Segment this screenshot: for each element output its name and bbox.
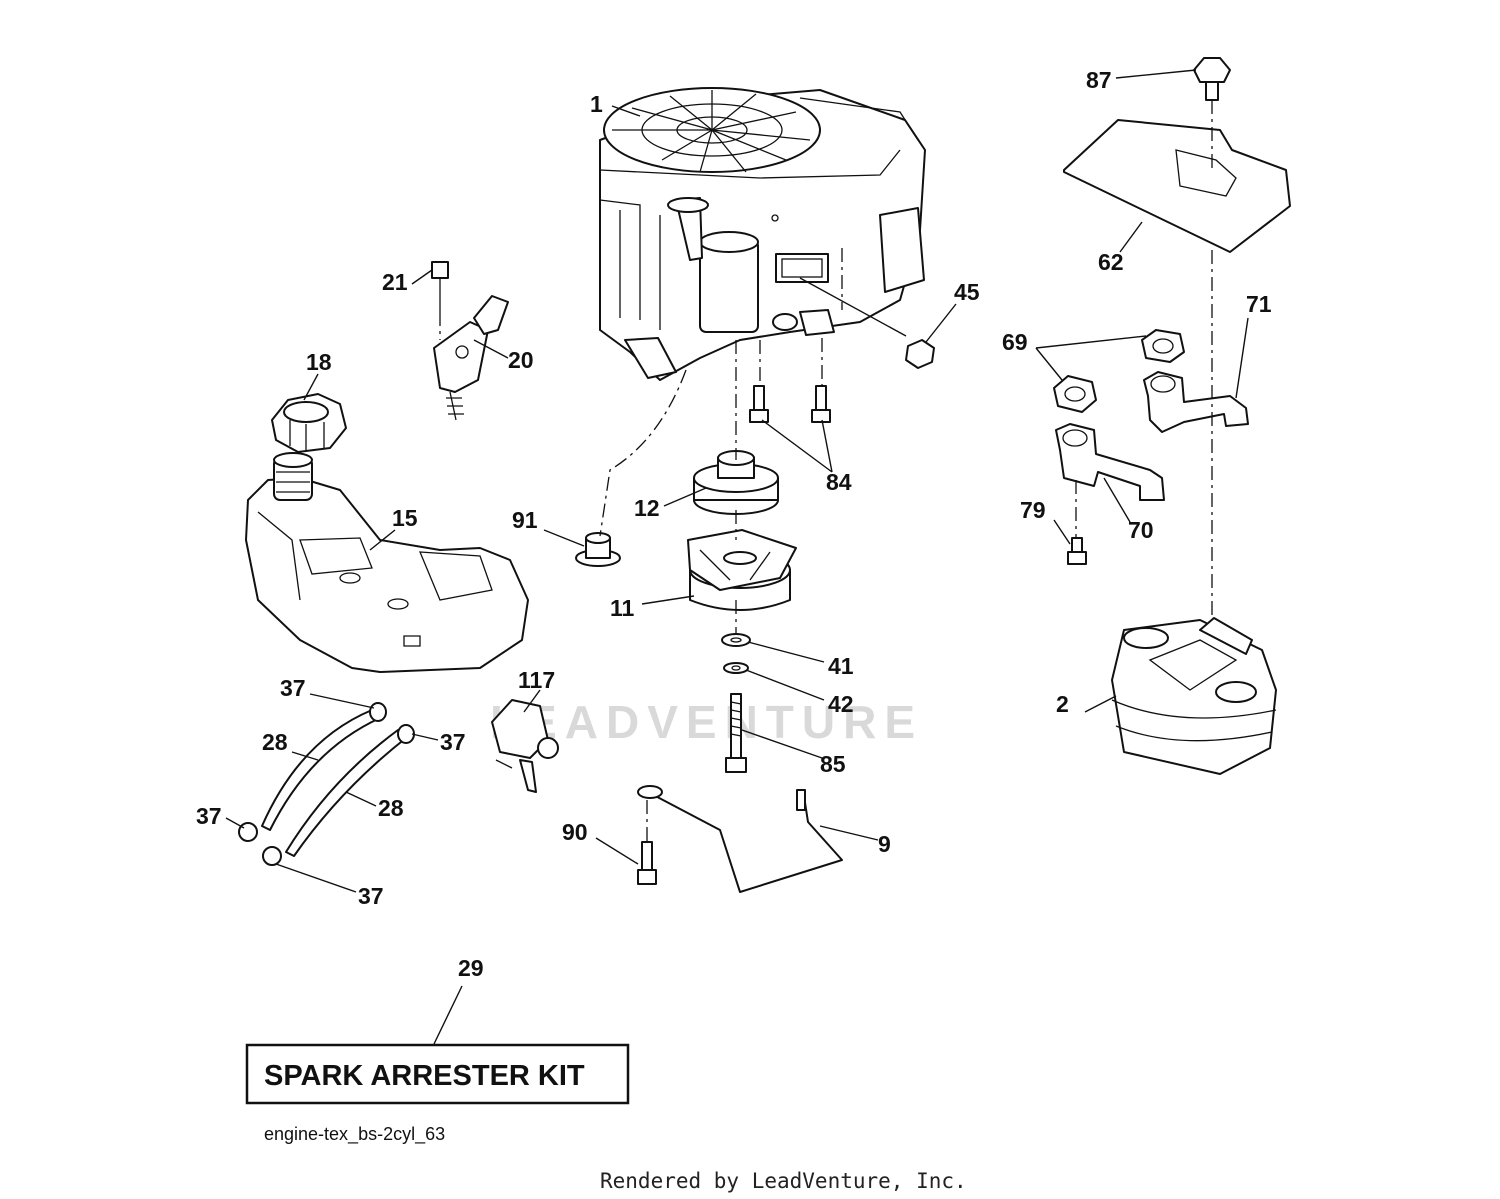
bolt-90 — [637, 841, 657, 885]
gaskets-69 — [1053, 329, 1185, 413]
hose-clamps-37 — [238, 702, 415, 866]
bolt-21 — [431, 261, 449, 312]
callout-28-left: 28 — [262, 729, 288, 755]
fuel-shutoff-valve — [491, 699, 559, 793]
electric-clutch — [687, 529, 797, 611]
callout-62: 62 — [1098, 249, 1124, 275]
fuel-line-28-right — [285, 729, 407, 857]
exhaust-pipe-71 — [1143, 371, 1249, 433]
callout-9: 9 — [878, 831, 891, 857]
callout-20: 20 — [508, 347, 534, 373]
callout-91: 91 — [512, 507, 538, 533]
callout-41: 41 — [828, 653, 854, 679]
bolt-79 — [1067, 537, 1087, 565]
bolt-85 — [725, 693, 747, 773]
diagram-id: engine-tex_bs-2cyl_63 — [264, 1124, 445, 1145]
callout-2: 2 — [1056, 691, 1069, 717]
bushing-91 — [575, 532, 621, 567]
heat-shield — [1063, 119, 1291, 253]
callout-37-bottom: 37 — [358, 883, 384, 909]
callout-11: 11 — [610, 595, 635, 621]
callout-12: 12 — [634, 495, 660, 521]
callout-28-right: 28 — [378, 795, 404, 821]
leader-lines — [225, 69, 1249, 1045]
callout-70: 70 — [1128, 517, 1154, 543]
callout-45: 45 — [954, 279, 980, 305]
callout-71: 71 — [1246, 291, 1272, 317]
muffler — [1111, 617, 1277, 775]
callout-1: 1 — [590, 91, 603, 117]
watermark: LEADVENTURE — [490, 696, 923, 748]
callout-85: 85 — [820, 751, 846, 777]
nut-45 — [905, 339, 935, 369]
callout-21: 21 — [382, 269, 408, 295]
assembly-lines — [439, 100, 1213, 842]
callout-69: 69 — [1002, 329, 1028, 355]
washer-41 — [721, 633, 751, 647]
callout-15: 15 — [392, 505, 418, 531]
callout-79: 79 — [1020, 497, 1046, 523]
exhaust-pipe-70 — [1055, 423, 1165, 501]
callout-37-right: 37 — [440, 729, 466, 755]
callout-37-left: 37 — [196, 803, 222, 829]
fuel-cap — [271, 393, 347, 453]
spark-arrester-kit-label: SPARK ARRESTER KIT — [264, 1060, 585, 1092]
screw-87 — [1193, 57, 1231, 101]
pulley-12 — [693, 450, 779, 515]
callout-90: 90 — [562, 819, 588, 845]
callout-18: 18 — [306, 349, 332, 375]
bolts-84 — [749, 385, 831, 423]
spark-arrester-kit-box: SPARK ARRESTER KIT — [245, 1043, 630, 1105]
callout-29: 29 — [458, 955, 484, 981]
rod-9 — [637, 785, 843, 893]
callout-37-top: 37 — [280, 675, 306, 701]
fuel-tank — [245, 452, 529, 673]
callout-87: 87 — [1086, 67, 1112, 93]
washer-42 — [723, 662, 749, 674]
render-credit: Rendered by LeadVenture, Inc. — [600, 1169, 967, 1193]
callout-labels: 1 2 9 11 12 15 18 20 21 28 28 29 37 37 3… — [196, 67, 1272, 981]
callout-117: 117 — [518, 667, 555, 693]
engine — [599, 87, 926, 381]
callout-42: 42 — [828, 691, 854, 717]
callout-84: 84 — [826, 469, 852, 495]
throttle-control — [433, 295, 509, 421]
